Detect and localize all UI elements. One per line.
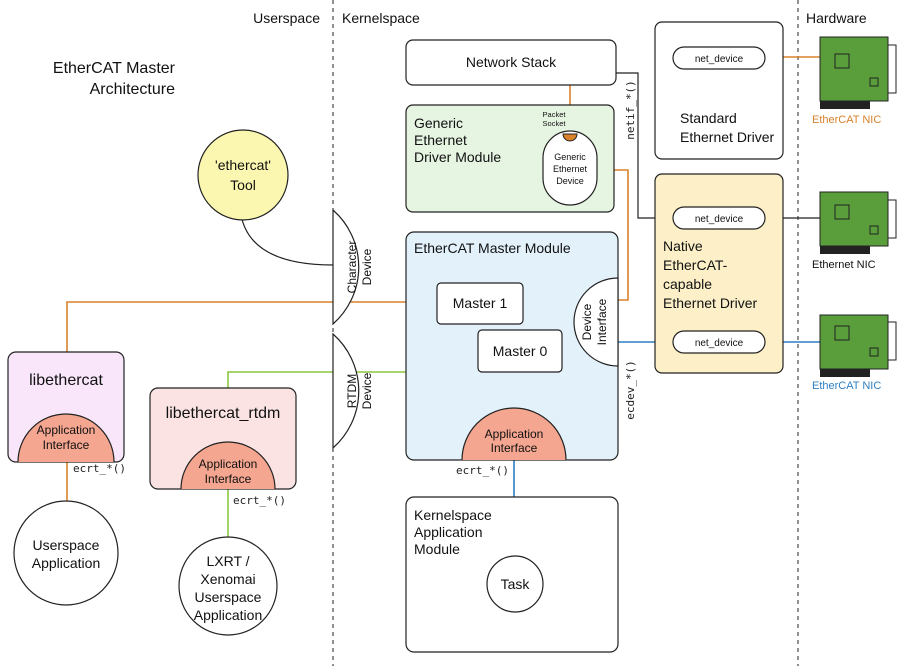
- nic3-led: [869, 347, 879, 357]
- character-device-label-1: Character: [345, 241, 359, 294]
- region-hardware-label: Hardware: [806, 10, 867, 26]
- standard-driver-label-2: Ethernet Driver: [680, 129, 774, 145]
- lxrt-app-label-4: Application: [194, 607, 263, 623]
- native-driver-label-4: Ethernet Driver: [663, 295, 757, 311]
- nic3-bracket: [887, 321, 897, 361]
- native-driver-label-2: EtherCAT-: [663, 257, 728, 273]
- ethercat-tool-circle: [197, 129, 289, 221]
- rtdm-device-shape: [332, 332, 360, 450]
- native-driver-label-3: capable: [663, 276, 712, 292]
- nic2-label: Ethernet NIC: [812, 259, 876, 271]
- net-device-pill-3: [672, 330, 766, 354]
- master0-label: Master 0: [493, 343, 548, 359]
- ecrt-kernel-label: ecrt_*(): [456, 464, 509, 477]
- network-stack-label: Network Stack: [466, 54, 557, 70]
- libethercat-rtdm-label: libethercat_rtdm: [166, 405, 281, 422]
- nic1-led: [869, 77, 879, 87]
- rtdm-device-label-2: Device: [360, 372, 374, 409]
- master-module-label: EtherCAT Master Module: [414, 240, 571, 256]
- packet-socket-port: [562, 133, 578, 142]
- nic2-bracket: [887, 199, 897, 239]
- rtdm-app-interface-label-2: Interface: [205, 472, 252, 486]
- nic-card-3: [819, 314, 897, 377]
- nic3-chip: [834, 325, 850, 341]
- kernel-app-interface-label-1: Application: [485, 427, 544, 441]
- nic2-chip: [834, 204, 850, 220]
- nic-card-2: [819, 191, 897, 254]
- generic-driver-module-label-2: Ethernet: [414, 132, 467, 148]
- net-device-label-1: net_device: [695, 54, 744, 65]
- generic-driver-module-label-1: Generic: [414, 115, 463, 131]
- device-interface-label-2: Interface: [595, 298, 609, 345]
- generic-ethernet-device-label-1: Generic: [554, 152, 586, 162]
- diagram-title-line2: Architecture: [90, 81, 175, 98]
- packet-socket-label-2: Socket: [543, 119, 567, 128]
- device-interface-label-1: Device: [580, 303, 594, 340]
- rtdm-link: [227, 371, 408, 389]
- nic-card-1: [819, 36, 897, 109]
- generic-ethernet-device-label-3: Device: [556, 176, 584, 186]
- master0-box: [477, 329, 563, 373]
- packet-socket-label-1: Packet: [543, 110, 567, 119]
- lxrt-app-label-2: Xenomai: [200, 571, 255, 587]
- nic1-connector: [820, 101, 870, 109]
- task-label: Task: [501, 576, 531, 592]
- libethercat-app-interface-shape: [17, 413, 115, 462]
- nic1-bracket: [887, 44, 897, 94]
- nic1-chip: [834, 53, 850, 69]
- net-device-label-3: net_device: [695, 338, 744, 349]
- rtdm-device-label-1: RTDM: [345, 374, 359, 408]
- libethercat-app-interface-label-2: Interface: [43, 438, 90, 452]
- master1-box: [436, 282, 524, 325]
- region-userspace-label: Userspace: [253, 10, 320, 26]
- generic-ethernet-device-pill: [542, 130, 598, 206]
- character-device-shape: [332, 208, 360, 326]
- master1-label: Master 1: [453, 295, 508, 311]
- ethercat-tool-label-1: 'ethercat': [215, 157, 271, 173]
- generic-ethernet-device-label-2: Ethernet: [553, 164, 588, 174]
- device-interface-shape: [573, 277, 619, 367]
- libethercat-app-interface-label-1: Application: [37, 423, 96, 437]
- native-driver-label-1: Native: [663, 238, 703, 254]
- network-stack-box: [405, 39, 617, 86]
- nic2-led: [869, 225, 879, 235]
- userspace-app-circle: [13, 500, 119, 606]
- net-device-label-2: net_device: [695, 214, 744, 225]
- netif-label: netif_*(): [624, 80, 637, 140]
- task-circle: [486, 555, 544, 613]
- nic1-board: [819, 36, 889, 102]
- userspace-app-label-2: Application: [32, 555, 101, 571]
- generic-driver-module-label-3: Driver Module: [414, 149, 501, 165]
- rtdm-app-interface-shape: [180, 441, 276, 489]
- net-device-pill-2: [672, 206, 766, 230]
- nic2-board: [819, 191, 889, 247]
- diagram-title-line1: EtherCAT Master: [53, 60, 176, 77]
- rtdm-app-interface-label-1: Application: [199, 457, 258, 471]
- ecdev-label: ecdev_*(): [624, 360, 637, 420]
- libethercat-label: libethercat: [29, 372, 103, 389]
- region-kernelspace-label: Kernelspace: [342, 10, 420, 26]
- kernel-app-interface-shape: [461, 407, 567, 460]
- nic3-connector: [820, 369, 870, 377]
- lxrt-app-circle: [178, 536, 278, 636]
- ecrt-libethercat-label: ecrt_*(): [73, 462, 126, 475]
- kernel-app-module-label-2: Application: [414, 524, 483, 540]
- standard-driver-label-1: Standard: [680, 110, 737, 126]
- kernel-app-module-label-3: Module: [414, 541, 460, 557]
- nic3-label: EtherCAT NIC: [812, 380, 881, 392]
- userspace-app-label-1: Userspace: [33, 537, 100, 553]
- character-device-label-2: Device: [360, 248, 374, 285]
- ecrt-rtdm-label: ecrt_*(): [233, 494, 286, 507]
- lxrt-app-label-3: Userspace: [195, 589, 262, 605]
- lxrt-app-label-1: LXRT /: [206, 553, 249, 569]
- ethercat-tool-label-2: Tool: [230, 177, 256, 193]
- net-device-pill-1: [672, 46, 766, 70]
- nic1-label: EtherCAT NIC: [812, 114, 881, 126]
- kernel-app-module-label-1: Kernelspace: [414, 507, 492, 523]
- nic3-board: [819, 314, 889, 370]
- kernel-app-interface-label-2: Interface: [491, 441, 538, 455]
- nic2-connector: [820, 246, 870, 254]
